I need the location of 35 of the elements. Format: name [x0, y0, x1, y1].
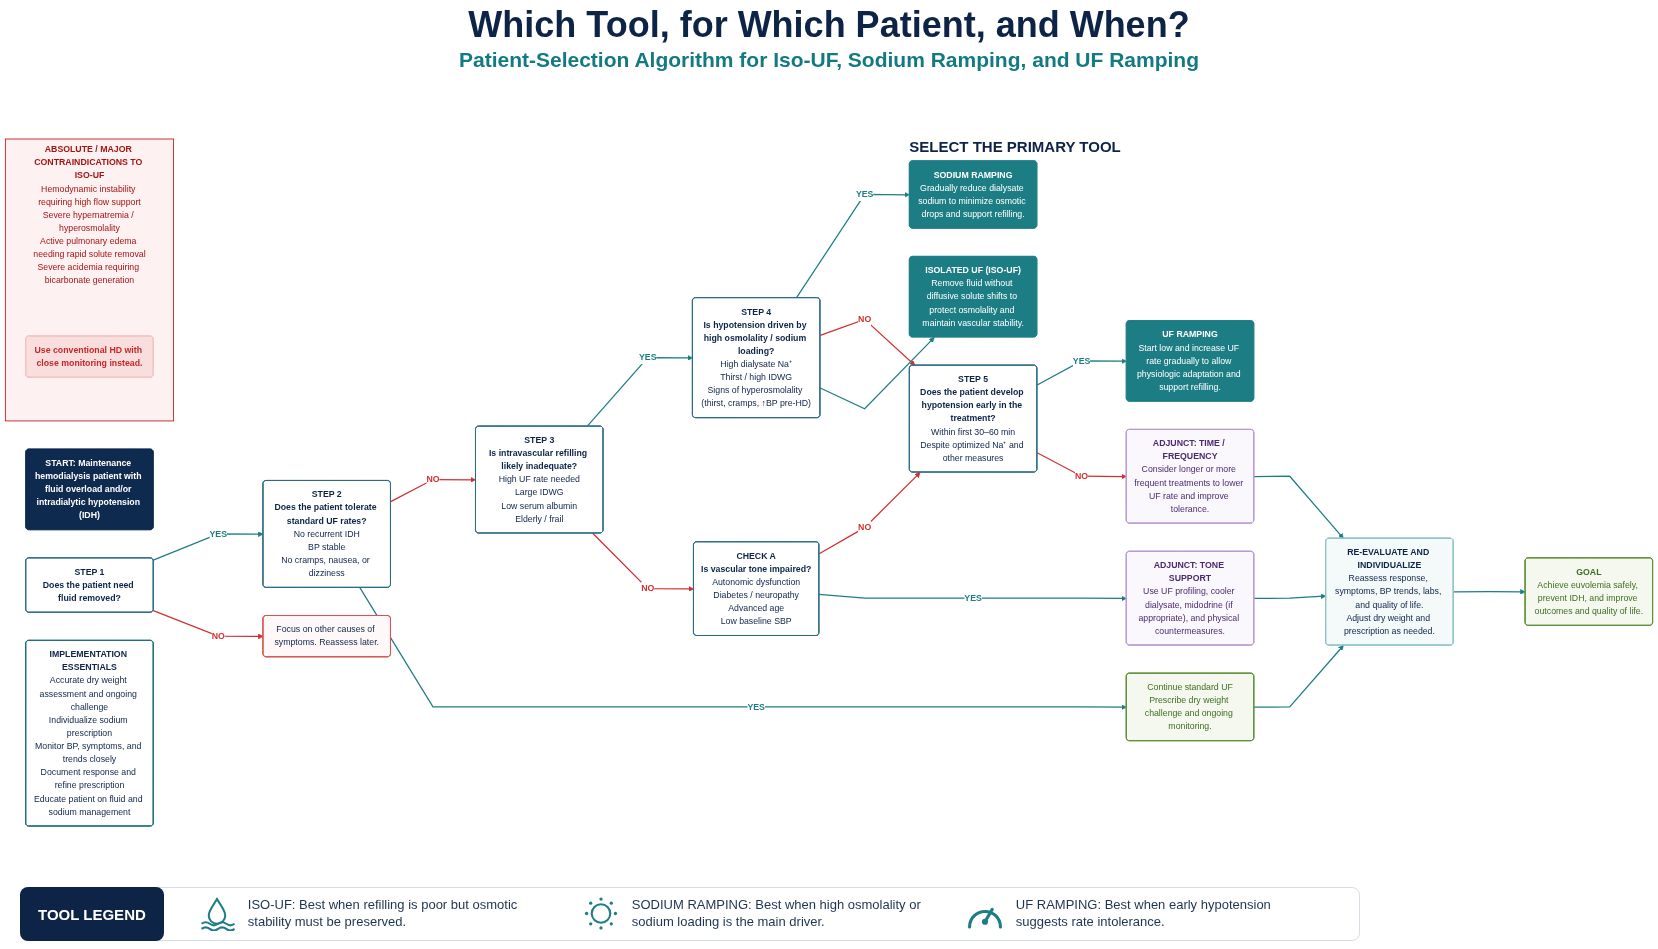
legend-heading: TOOL LEGEND	[20, 887, 164, 941]
arrow	[1253, 475, 1344, 539]
arrow	[1253, 593, 1327, 599]
arrow	[1452, 588, 1526, 595]
arrow	[1253, 644, 1344, 708]
title: Which Tool, for Which Patient, and When?	[468, 4, 1190, 46]
arrow	[818, 593, 1127, 601]
arrow	[592, 532, 695, 592]
legend-text: ISO-UF: Best when refilling is poor but osmotic stability must be preserved.	[247, 897, 519, 931]
arrow	[390, 476, 477, 502]
column-heading: SELECT THE PRIMARY TOOL	[909, 138, 1121, 156]
subtitle: Patient-Selection Algorithm for Iso-UF, Sodium Ramping, and UF Ramping	[458, 48, 1200, 72]
edge-label: NO	[426, 473, 440, 484]
edge-label: YES	[1072, 355, 1091, 366]
arrow	[152, 609, 264, 639]
arrow	[795, 191, 910, 299]
arrow	[359, 586, 1127, 710]
edge-label: YES	[638, 351, 657, 362]
edge-label: NO	[1075, 470, 1089, 481]
arrow	[818, 471, 921, 554]
arrow	[819, 336, 935, 409]
arrow	[1036, 451, 1127, 479]
arrow	[152, 530, 264, 561]
edge-label: YES	[209, 528, 228, 539]
edge-label: NO	[641, 582, 655, 593]
edge-label: NO	[858, 521, 872, 532]
edge-label: YES	[964, 592, 982, 603]
arrow	[586, 354, 693, 427]
legend-text: SODIUM RAMPING: Best when high osmolality or sodium loading is the main driver.	[631, 897, 922, 931]
edge-label: YES	[855, 188, 874, 199]
edge-label: NO	[858, 313, 872, 324]
legend-text: UF RAMPING: Best when early hypotension suggests rate intolerance.	[1015, 897, 1272, 931]
edge-label: YES	[747, 701, 765, 712]
edge-label: NO	[211, 630, 225, 641]
arrow	[819, 318, 916, 366]
